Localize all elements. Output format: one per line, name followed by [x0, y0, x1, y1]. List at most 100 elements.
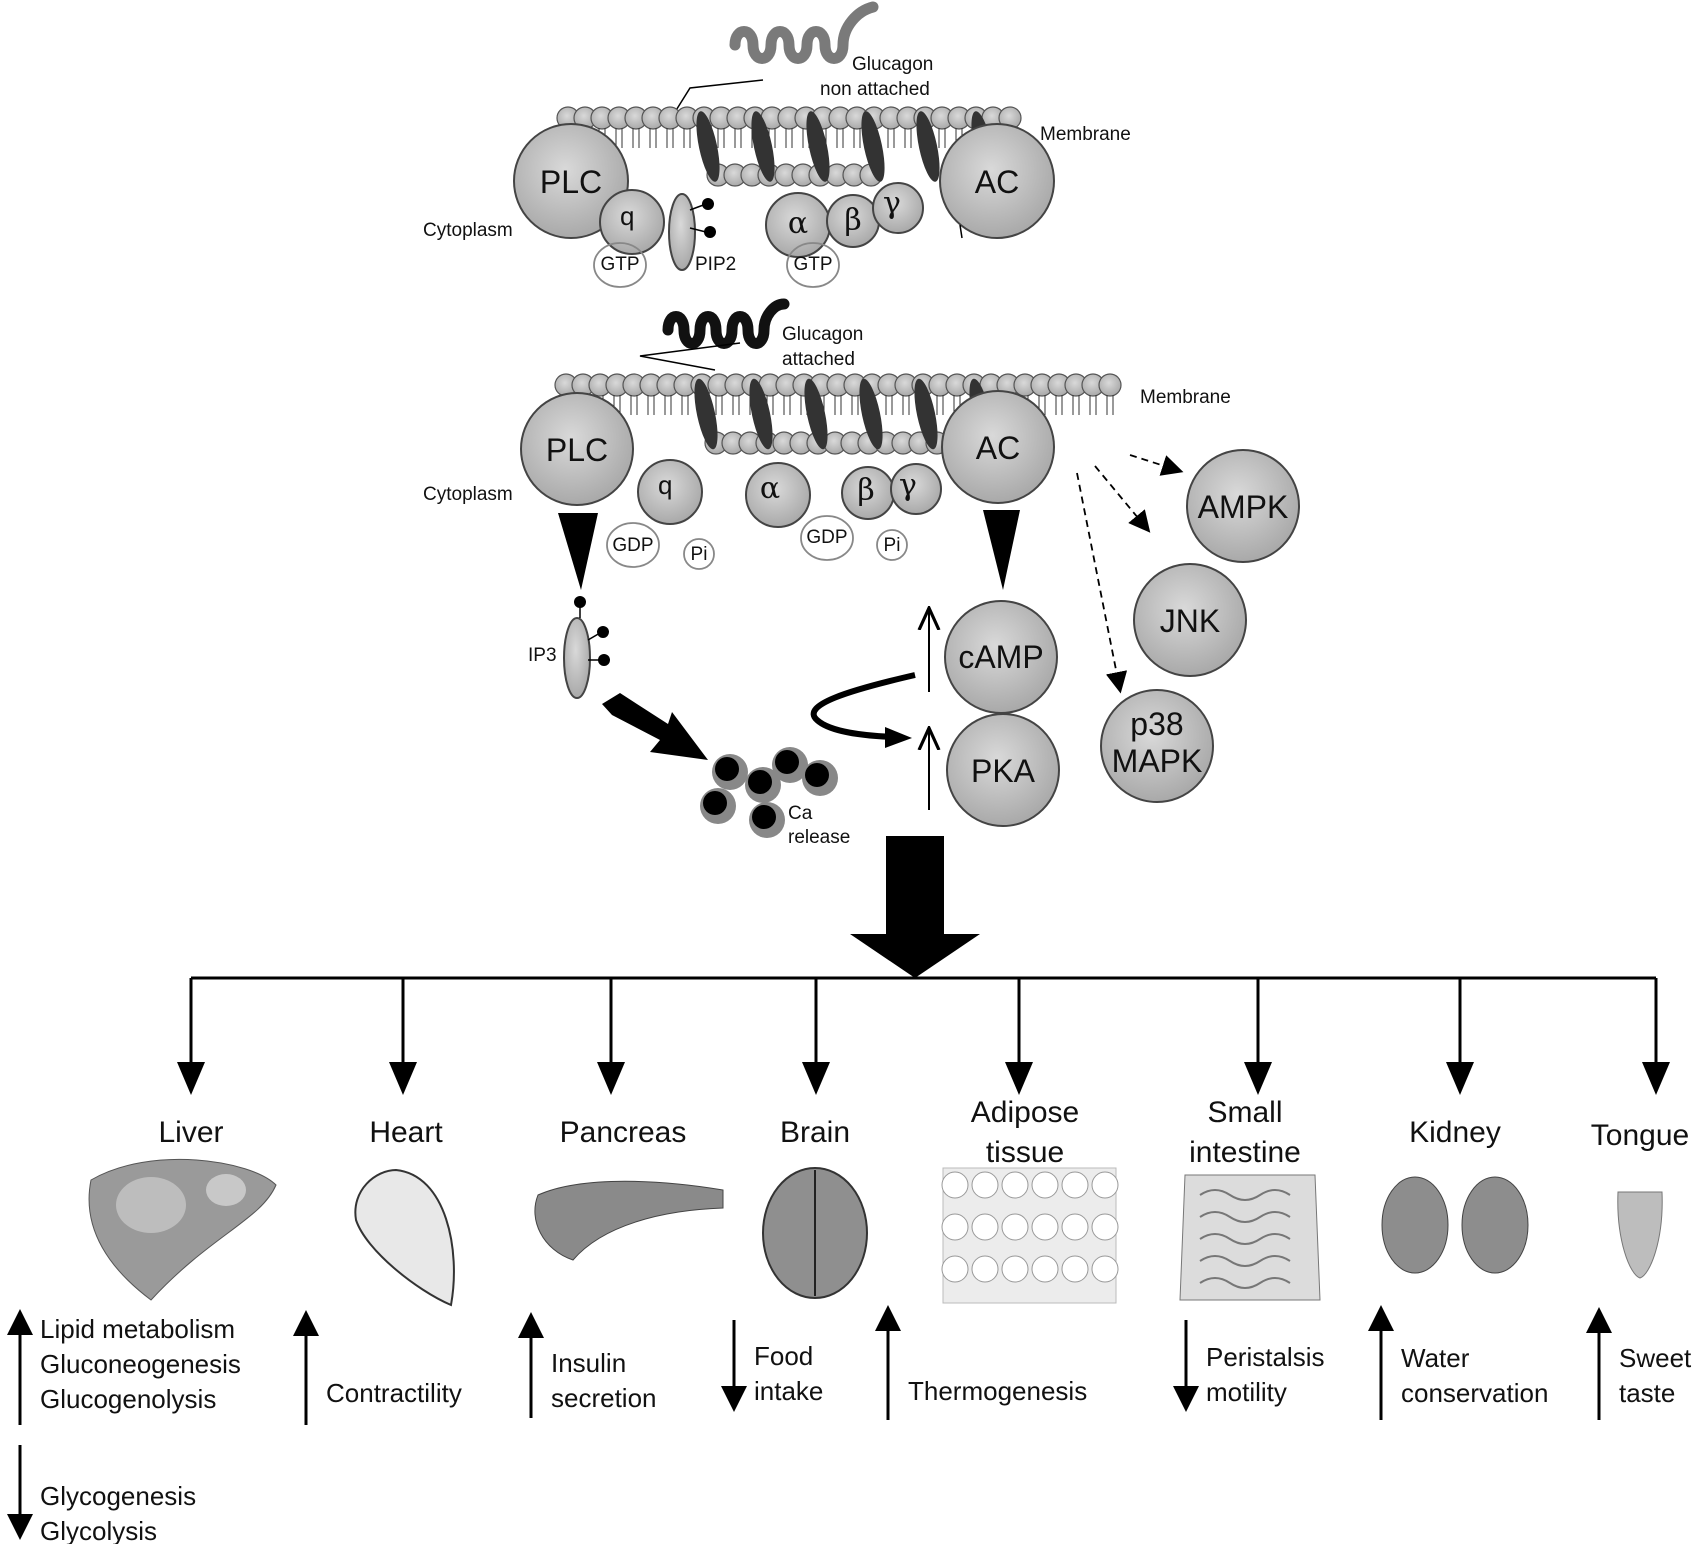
p38-mapk-protein — [1100, 689, 1214, 803]
organ-illustration-icon — [1381, 1176, 1529, 1274]
g-beta-label: β — [844, 203, 861, 238]
effect-up-text: taste — [1619, 1378, 1675, 1408]
pka-label: PKA — [971, 753, 1036, 789]
organ-illustration-icon — [762, 1167, 868, 1299]
effect-down-text: motility — [1206, 1377, 1287, 1407]
effect-down-text: Glycolysis — [40, 1516, 157, 1544]
organ-effects: Lipid metabolismGluconeogenesisGlucogeno… — [7, 1305, 1692, 1544]
effect-up-text: Water — [1401, 1343, 1470, 1373]
effect-down-text: Food — [754, 1341, 813, 1371]
gtp-right — [786, 242, 840, 288]
gdp-right — [800, 515, 854, 561]
pi-left — [683, 538, 715, 570]
middle-panel: Glucagon attached Membrane Cytoplasm PLC… — [423, 298, 1300, 848]
ip3-label: IP3 — [528, 645, 557, 666]
membrane-bilayer — [556, 106, 1022, 187]
organ-name: Tongue — [1591, 1119, 1689, 1152]
g-alpha-label-2: α — [760, 471, 780, 506]
effect-up-text: Thermogenesis — [908, 1376, 1087, 1406]
organ-adipose-tissue: Adipose tissue — [941, 1096, 1119, 1304]
effect-down-text: intake — [754, 1376, 823, 1406]
branch-arrowhead — [177, 1062, 205, 1095]
ac-protein — [939, 123, 1055, 239]
g-gamma-label: γ — [883, 186, 901, 221]
glucagon-attached-label-line1: Glucagon — [782, 324, 863, 345]
branch-arrowhead — [1005, 1062, 1033, 1095]
organ-name: Adipose — [971, 1096, 1079, 1129]
ac-label: AC — [975, 164, 1019, 200]
ca-release-line1: Ca — [788, 803, 813, 824]
membrane-label-2: Membrane — [1140, 387, 1231, 408]
organ-illustration-icon — [354, 1168, 455, 1307]
organ-illustration-icon — [941, 1167, 1119, 1304]
cytoplasm-label: Cytoplasm — [423, 220, 513, 241]
effect-up-text: Contractility — [326, 1378, 462, 1408]
plc-protein-2 — [520, 392, 634, 506]
p38-label-line2: MAPK — [1112, 743, 1203, 779]
effect-up-text: conservation — [1401, 1378, 1548, 1408]
camp-molecule — [944, 600, 1058, 714]
distribution-tree — [177, 836, 1670, 1095]
organ-tongue: Tongue — [1591, 1119, 1689, 1279]
organ-row: Liver Heart Pancreas Brain Adipose tissue Smal… — [7, 1096, 1692, 1544]
branch-arrowhead — [1244, 1062, 1272, 1095]
organ-name: Small — [1207, 1096, 1282, 1129]
glucagon-pointer-line — [674, 79, 764, 113]
membrane-label: Membrane — [1040, 124, 1131, 145]
gdp-left — [606, 522, 660, 568]
p38-label-line1: p38 — [1130, 706, 1183, 742]
effect-up-text: Sweet — [1619, 1343, 1692, 1373]
glucagon-attached-helix-icon — [662, 298, 790, 349]
effect-up-text: Gluconeogenesis — [40, 1349, 241, 1379]
ac-label-2: AC — [976, 430, 1020, 466]
organ-liver: Liver — [88, 1116, 277, 1301]
cytoplasm-label-2: Cytoplasm — [423, 484, 513, 505]
organ-name: Kidney — [1409, 1116, 1501, 1149]
ampk-protein — [1186, 449, 1300, 563]
gq-subunit — [599, 189, 665, 255]
gq-label: q — [620, 201, 634, 231]
g-alpha-label: α — [788, 206, 808, 241]
branch-arrowhead — [1642, 1062, 1670, 1095]
organ-illustration-icon — [534, 1180, 724, 1261]
ca-release-line2: release — [788, 827, 850, 848]
main-down-arrow — [850, 836, 980, 978]
pi-left-label: Pi — [691, 544, 708, 565]
gdp-left-label: GDP — [612, 535, 653, 556]
pip2-molecule — [668, 193, 696, 271]
organ-name: Brain — [780, 1116, 850, 1149]
g-gamma-subunit-2 — [890, 463, 942, 515]
g-beta-label-2: β — [857, 473, 874, 508]
branch-arrowhead — [597, 1062, 625, 1095]
ip3-to-calcium-arrow — [602, 693, 708, 760]
plc-protein — [513, 123, 629, 239]
effect-down-text: Glycogenesis — [40, 1481, 196, 1511]
branch-arrowhead — [802, 1062, 830, 1095]
camp-label: cAMP — [958, 639, 1043, 675]
gq-label-2: q — [658, 470, 672, 500]
glucagon-label-line2: non attached — [820, 79, 930, 100]
g-alpha-subunit-2 — [745, 462, 811, 528]
gq-subunit-2 — [637, 459, 703, 525]
organ-name: Liver — [158, 1116, 223, 1149]
camp-to-pka-arrow — [810, 672, 916, 740]
ac-wedge-arrow — [983, 510, 1020, 590]
effect-up-text: Lipid metabolism — [40, 1314, 235, 1344]
effect-down-text: Peristalsis — [1206, 1342, 1324, 1372]
ampk-label: AMPK — [1198, 489, 1289, 525]
organ-illustration-icon — [88, 1158, 277, 1301]
ip3-molecule — [563, 617, 591, 699]
glucagon-label-line1: Glucagon — [852, 54, 933, 75]
branch-arrowhead — [1446, 1062, 1474, 1095]
glucagon-attached-label-line2: attached — [782, 349, 855, 370]
organ-illustration-icon — [1617, 1191, 1663, 1279]
gdp-right-label: GDP — [806, 527, 847, 548]
organ-pancreas: Pancreas — [534, 1116, 724, 1261]
effect-up-text: Glucogenolysis — [40, 1384, 216, 1414]
organ-heart: Heart — [354, 1116, 455, 1307]
effect-up-text: secretion — [551, 1383, 657, 1413]
organ-name: tissue — [986, 1136, 1064, 1169]
jnk-protein — [1133, 563, 1247, 677]
gtp-left-label: GTP — [600, 254, 639, 275]
